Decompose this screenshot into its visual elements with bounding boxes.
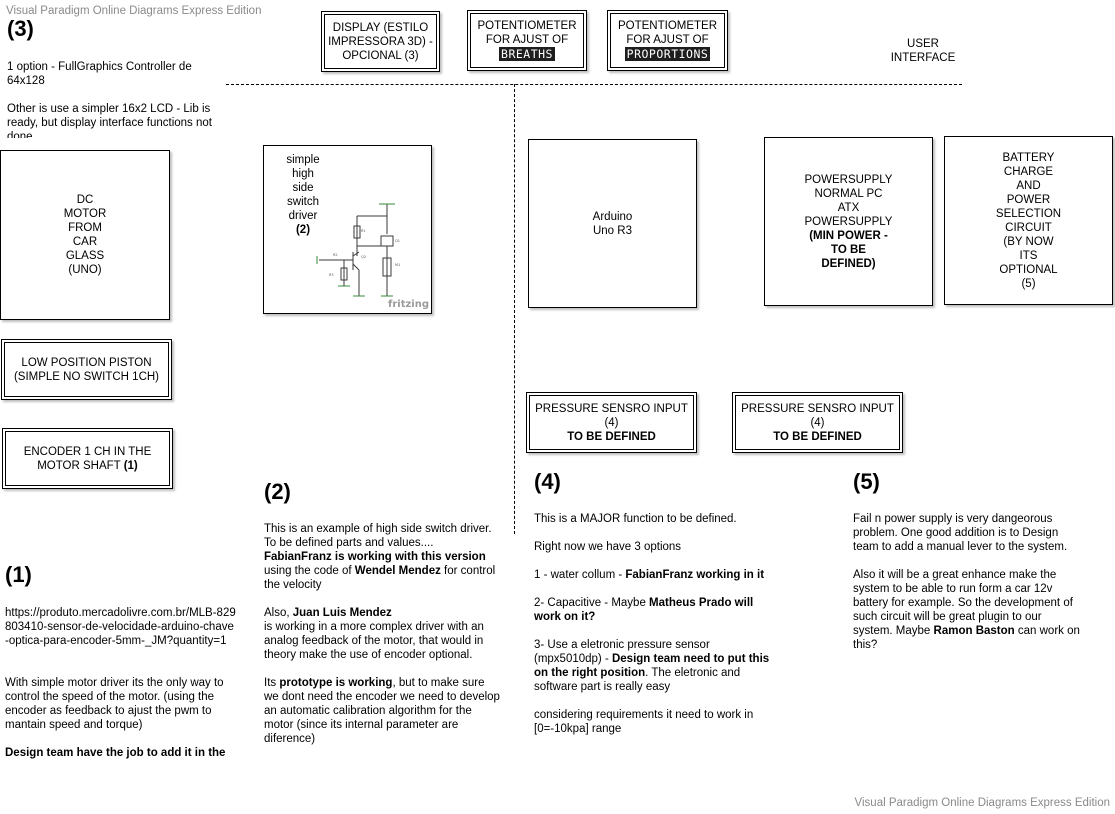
note-4-para-5: 3- Use a eletronic pressure sensor (mpx5… — [534, 639, 770, 693]
note-2-para-2: Also, Juan Luis Mendez is working in a m… — [264, 607, 484, 661]
divider-line — [514, 84, 515, 534]
note-5: Fail n power supply is very dangeorous p… — [853, 512, 1083, 652]
user-interface-label: USER INTERFACE — [890, 38, 956, 64]
note-3: 1 option - FullGraphics Controller de 64… — [7, 60, 227, 138]
svg-text:M1: M1 — [395, 263, 400, 267]
encoder-label: ENCODER 1 CH IN THE MOTOR SHAFT (1) — [23, 445, 152, 472]
svg-text:R3: R3 — [329, 273, 334, 277]
note-3-para-1: 1 option - FullGraphics Controller de 64… — [7, 61, 192, 87]
heading-3: (3) — [7, 16, 34, 41]
pressure-sensor-2-label: PRESSURE SENSRO INPUT(4) TO BE DEFINED — [741, 402, 894, 443]
potentiometer-breaths-label: POTENTIOMETER FOR AJUST OF BREATHS — [477, 20, 577, 61]
pressure-sensor-1-box[interactable]: PRESSURE SENSRO INPUT(4) TO BE DEFINED — [526, 392, 697, 453]
note-4-para-6: considering requirements it need to work… — [534, 709, 754, 735]
note-2-para-3: Its prototype is working, but to make su… — [264, 677, 500, 745]
note-4-para-3: 1 - water collum - FabianFranz working i… — [534, 569, 765, 581]
driver-schematic: R1 Q1 M1 R2 R3 Q2 — [316, 203, 400, 297]
note-3-para-2: Other is use a simpler 16x2 LCD - Lib is… — [7, 103, 212, 138]
svg-text:Q1: Q1 — [395, 239, 400, 243]
display-label: DISPLAY (ESTILO IMPRESSORA 3D) - OPCIONA… — [328, 21, 433, 62]
piston-box[interactable]: LOW POSITION PISTON (SIMPLE NO SWITCH 1C… — [1, 339, 172, 400]
note-4-para-2: Right now we have 3 options — [534, 541, 682, 553]
note-1-url: https://produto.mercadolivre.com.br/MLB-… — [5, 607, 236, 647]
note-4-para-1: This is a MAJOR function to be defined. — [534, 513, 737, 525]
watermark-top: Visual Paradigm Online Diagrams Express … — [6, 5, 262, 17]
pressure-sensor-1-label: PRESSURE SENSRO INPUT(4) TO BE DEFINED — [535, 402, 688, 443]
heading-5: (5) — [853, 469, 880, 494]
potentiometer-proportions-box[interactable]: POTENTIOMETER FOR AJUST OF PROPORTIONS — [607, 10, 728, 71]
svg-text:R1: R1 — [361, 229, 366, 233]
note-5-para-2: Also it will be a great enhance make the… — [853, 569, 1080, 651]
potentiometer-breaths-box[interactable]: POTENTIOMETER FOR AJUST OF BREATHS — [467, 10, 587, 71]
fritzing-logo: fritzing — [387, 299, 429, 310]
note-1-para-2: With simple motor driver its the only wa… — [5, 677, 224, 731]
heading-2: (2) — [264, 479, 291, 504]
heading-4: (4) — [534, 469, 561, 494]
svg-text:R2: R2 — [333, 253, 338, 257]
display-box[interactable]: DISPLAY (ESTILO IMPRESSORA 3D) - OPCIONA… — [321, 11, 440, 72]
note-2-para-1: This is an example of high side switch d… — [264, 523, 496, 591]
note-2: This is an example of high side switch d… — [264, 522, 500, 746]
note-5-para-1: Fail n power supply is very dangeorous p… — [853, 513, 1068, 553]
note-4-para-4: 2- Capacitive - Maybe Matheus Prado will… — [534, 597, 754, 623]
piston-label: LOW POSITION PISTON (SIMPLE NO SWITCH 1C… — [13, 356, 160, 383]
encoder-box[interactable]: ENCODER 1 CH IN THE MOTOR SHAFT (1) — [2, 428, 173, 489]
ui-boundary-line — [226, 84, 962, 85]
pressure-sensor-2-box[interactable]: PRESSURE SENSRO INPUT(4) TO BE DEFINED — [732, 392, 903, 453]
potentiometer-proportions-label: POTENTIOMETER FOR AJUST OF PROPORTIONS — [617, 20, 718, 61]
watermark-bottom: Visual Paradigm Online Diagrams Express … — [854, 797, 1110, 809]
svg-text:Q2: Q2 — [361, 255, 366, 259]
heading-1: (1) — [5, 562, 32, 587]
note-4: This is a MAJOR function to be defined. … — [534, 512, 770, 736]
note-1-para-3: Design team have the job to add it in th… — [5, 747, 226, 759]
note-1: https://produto.mercadolivre.com.br/MLB-… — [5, 606, 237, 768]
